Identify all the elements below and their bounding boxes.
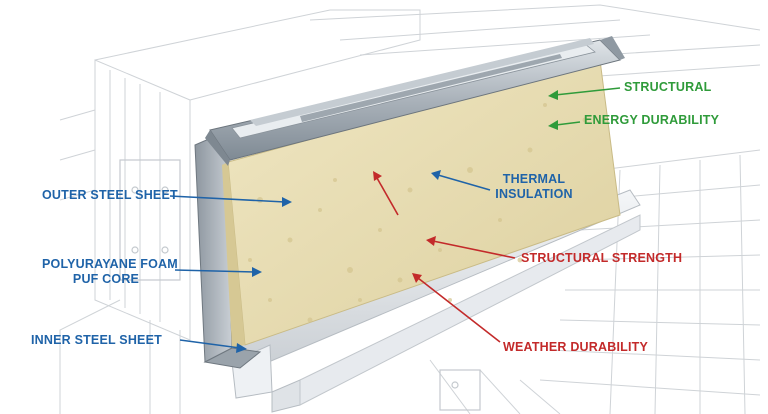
label-polyurethane-line2: PUF CORE (42, 272, 170, 287)
label-polyurethane-core: POLYURAYANE FOAM PUF CORE (42, 257, 170, 287)
label-structural: STRUCTURAL (624, 80, 711, 95)
label-thermal-insulation: THERMAL INSULATION (494, 172, 574, 202)
label-inner-steel-sheet: INNER STEEL SHEET (31, 333, 162, 348)
label-structural-strength: STRUCTURAL STRENGTH (521, 251, 682, 266)
label-thermal-insulation-line2: INSULATION (494, 187, 574, 202)
label-weather-durability: WEATHER DURABILITY (503, 340, 648, 355)
label-outer-steel-sheet: OUTER STEEL SHEET (42, 188, 178, 203)
label-thermal-insulation-line1: THERMAL (494, 172, 574, 187)
label-energy-durability: ENERGY DURABILITY (584, 113, 719, 128)
label-polyurethane-line1: POLYURAYANE FOAM (42, 257, 170, 272)
